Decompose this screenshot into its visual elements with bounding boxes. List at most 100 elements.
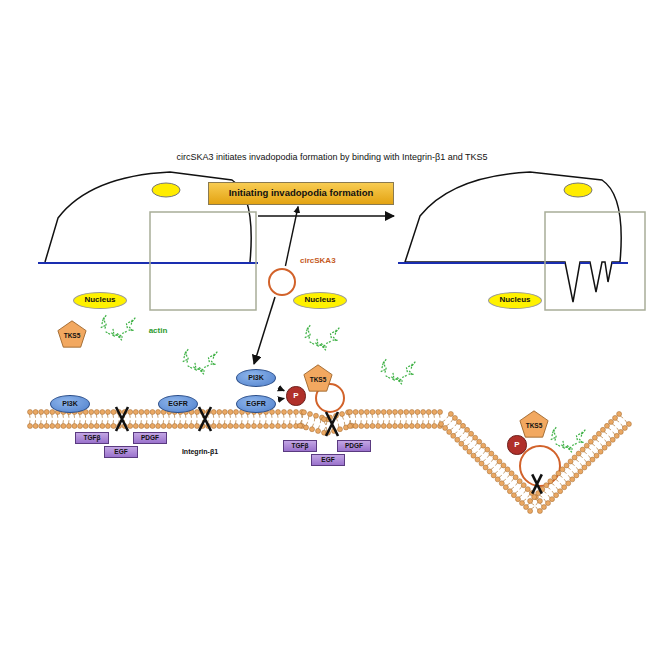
- actin-filament: [579, 442, 585, 443]
- actin-filament: [569, 448, 573, 453]
- cell-outline: [405, 172, 621, 302]
- lipid-head: [495, 477, 500, 482]
- lipid-head: [288, 410, 293, 415]
- lipid-head: [443, 425, 448, 430]
- node-text: TGFβ: [292, 442, 309, 449]
- lipid-head: [576, 451, 581, 456]
- lipid-head: [359, 410, 364, 415]
- lipid-head: [310, 427, 315, 432]
- process-arrow: [258, 215, 394, 217]
- node-text: Nucleus: [304, 296, 335, 305]
- lipid-head: [72, 424, 77, 429]
- actin-filament: [401, 375, 406, 378]
- lipid-head: [83, 424, 88, 429]
- lipid-head: [348, 410, 353, 415]
- connector-arrow: [278, 388, 284, 391]
- lipid-head: [600, 427, 605, 432]
- lipid-head: [604, 423, 609, 428]
- lipid-head: [471, 453, 476, 458]
- cell-nucleus: [152, 183, 180, 197]
- actin-filament: [333, 340, 339, 341]
- lipid-head: [139, 410, 144, 415]
- lipid-head: [477, 439, 482, 444]
- receptor-ellipse: EGFR: [158, 395, 198, 413]
- actin-filament: [208, 356, 209, 362]
- lipid-head: [211, 410, 216, 415]
- lipid-head: [156, 424, 161, 429]
- lipid-head: [503, 485, 508, 490]
- lipid-head: [89, 424, 94, 429]
- lipid-head: [211, 424, 216, 429]
- actin-filament: [184, 353, 185, 359]
- lipid-head: [614, 433, 619, 438]
- lipid-head: [370, 424, 375, 429]
- lipid-head: [497, 459, 502, 464]
- lipid-head: [33, 410, 38, 415]
- nucleus-ellipse: Nucleus: [488, 292, 542, 309]
- actin-filament: [409, 374, 415, 375]
- lipid-head: [61, 424, 66, 429]
- lipid-head: [548, 479, 553, 484]
- actin-filament: [385, 368, 387, 374]
- growth-factor-box: TGFβ: [283, 440, 317, 452]
- actin-filament: [563, 440, 564, 446]
- lipid-head: [594, 453, 599, 458]
- lipid-head: [459, 441, 464, 446]
- lipid-head: [359, 424, 364, 429]
- lipid-head: [570, 477, 575, 482]
- lipid-head: [606, 441, 611, 446]
- circrna-circle: circSKA3: [268, 268, 296, 296]
- lipid-head: [161, 424, 166, 429]
- lipid-head: [381, 410, 386, 415]
- lipid-head: [524, 505, 529, 510]
- actin-filament: [382, 363, 383, 369]
- lipid-head: [316, 428, 321, 433]
- lipid-head: [452, 415, 457, 420]
- lipid-head: [44, 410, 49, 415]
- lipid-head: [340, 412, 345, 417]
- lipid-head: [167, 424, 172, 429]
- node-text: P: [293, 392, 298, 401]
- lipid-head: [521, 483, 526, 488]
- lipid-head: [456, 419, 461, 424]
- actin-filament: [187, 365, 192, 368]
- actin-filament: [331, 331, 337, 333]
- node-text: PDGF: [141, 434, 159, 441]
- lipid-head: [381, 424, 386, 429]
- actin-filament: [103, 314, 107, 319]
- lipid-head: [501, 463, 506, 468]
- actin-filament: [555, 443, 560, 446]
- cell-nucleus: [564, 183, 592, 197]
- lipid-head: [39, 424, 44, 429]
- lipid-head: [544, 483, 549, 488]
- lipid-head: [195, 410, 200, 415]
- lipid-head: [469, 431, 474, 436]
- lipid-head: [505, 467, 510, 472]
- lipid-head: [507, 489, 512, 494]
- actin-filament: [399, 380, 403, 385]
- lipid-head: [568, 459, 573, 464]
- actin-filament: [555, 436, 557, 442]
- connector-arrow: [285, 207, 298, 267]
- actin-filament: [550, 438, 555, 440]
- lipid-head: [509, 471, 514, 476]
- lipid-head: [144, 410, 149, 415]
- lipid-head: [421, 410, 426, 415]
- node-text: Nucleus: [84, 296, 115, 305]
- actin-filament: [317, 338, 318, 344]
- lipid-head: [100, 410, 105, 415]
- substrate-line: [580, 262, 590, 264]
- lipid-head: [39, 410, 44, 415]
- actin-filament: [209, 355, 215, 357]
- lipid-head: [228, 424, 233, 429]
- lipid-head: [426, 424, 431, 429]
- lipid-head: [370, 410, 375, 415]
- lipid-head: [432, 410, 437, 415]
- lipid-head: [55, 424, 60, 429]
- lipid-head: [270, 424, 275, 429]
- lipid-head: [465, 427, 470, 432]
- lipid-head: [398, 424, 403, 429]
- lipid-head: [222, 410, 227, 415]
- lipid-head: [409, 410, 414, 415]
